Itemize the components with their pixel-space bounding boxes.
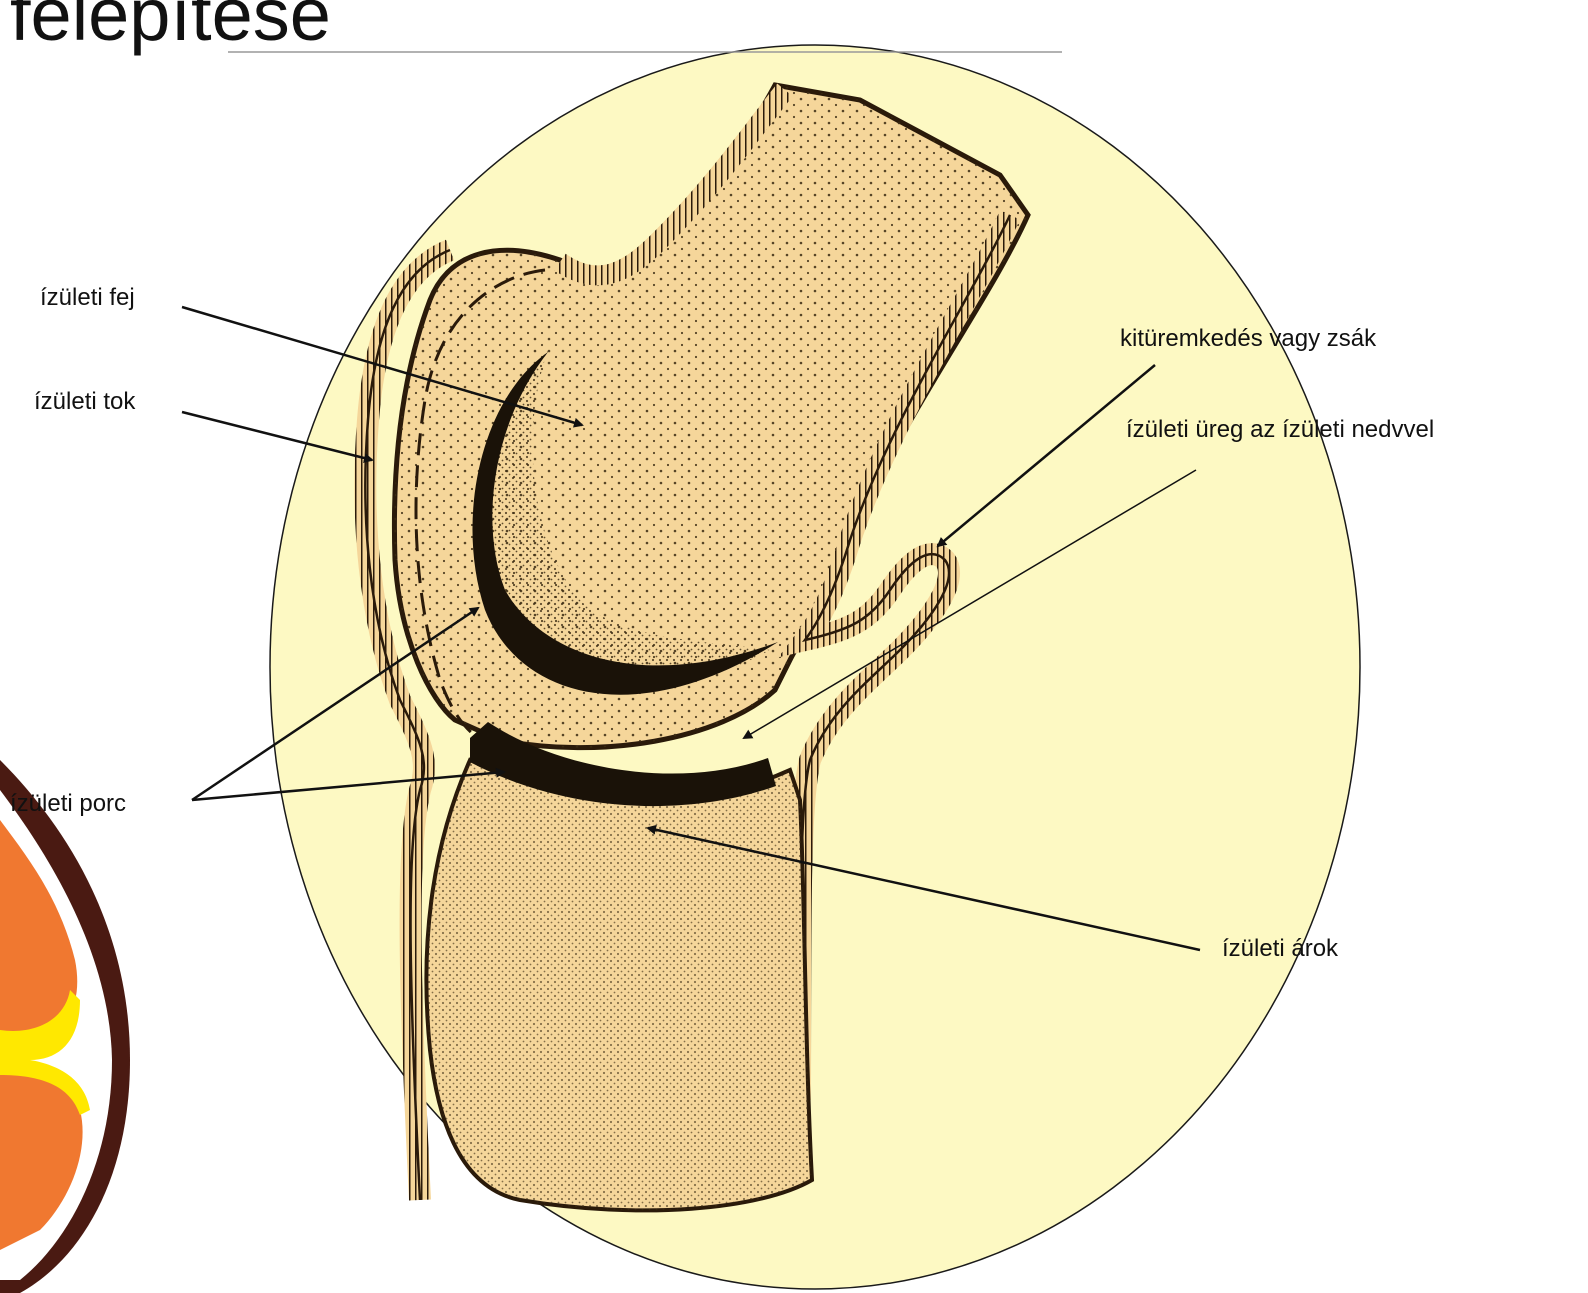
slide-title: felépítése [10, 0, 331, 52]
label-joint-socket: ízületi árok [1222, 937, 1338, 961]
label-joint-head: ízületi fej [40, 286, 135, 310]
label-joint-cartilage: ízületi porc [10, 792, 126, 816]
label-joint-cavity: ízületi üreg az ízületi nedvvel [1126, 418, 1434, 442]
label-bursa: kitüremkedés vagy zsák [1120, 327, 1376, 351]
joint-logo [0, 760, 130, 1293]
label-joint-capsule: ízületi tok [34, 390, 135, 414]
lower-bone-dots [426, 760, 812, 1210]
